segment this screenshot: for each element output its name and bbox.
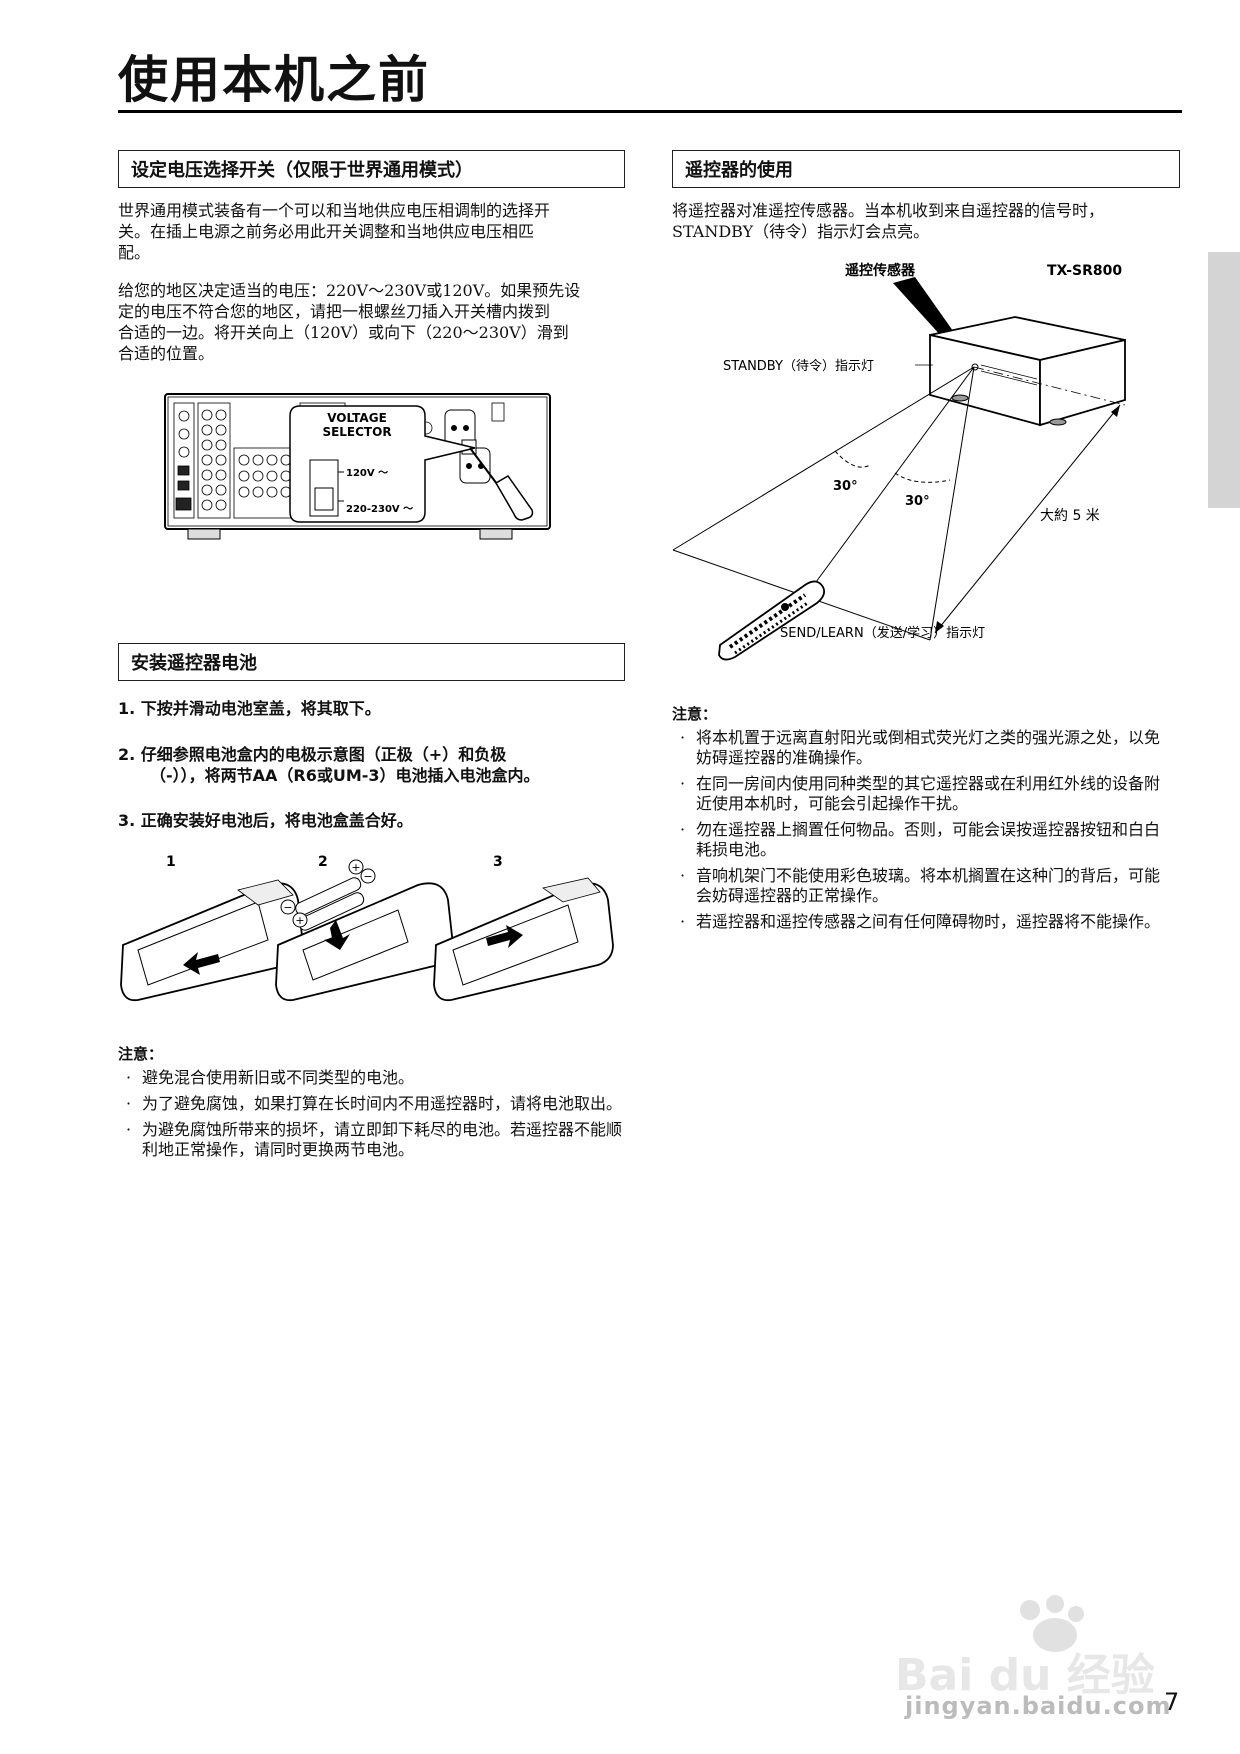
battery-step-1: 1. 下按并滑动电池室盖，将其取下。 xyxy=(118,699,381,718)
fig-step-label: 2 xyxy=(318,854,328,870)
angle-label-right: 30° xyxy=(905,494,930,509)
beam-line xyxy=(672,366,975,551)
watermark-logo: Bai du 经验 xyxy=(895,1595,1155,1701)
fig-step-label: 3 xyxy=(493,854,503,870)
rca-jack-grid xyxy=(197,402,231,519)
minus-icon: − xyxy=(283,901,292,914)
angle-label-left: 30° xyxy=(833,479,858,494)
model-label: TX-SR800 xyxy=(1047,263,1122,279)
text-line: 世界通用模式装备有一个可以和当地供应电压相调制的选择开 xyxy=(118,201,551,220)
beam-line xyxy=(804,366,975,598)
list-item: 为了避免腐蚀，如果打算在长时间内不用遥控器时，请将电池取出。 xyxy=(118,1094,628,1114)
foot xyxy=(187,528,221,540)
battery-note-heading: 注意： xyxy=(118,1045,164,1063)
battery-step-2: 2. 仔细参照电池盒内的电极示意图（正极（+）和负极 （-）），将两节AA（R6… xyxy=(118,744,540,786)
text-line: （-）），将两节AA（R6或UM-3）电池插入电池盒内。 xyxy=(150,766,540,785)
remote-note-heading: 注意： xyxy=(672,705,718,723)
title-rule xyxy=(118,110,1182,113)
plus-icon: + xyxy=(351,861,360,874)
ac-outlet xyxy=(444,409,491,484)
standby-label: STANDBY（待令）指示灯 xyxy=(723,359,874,374)
battery-icon xyxy=(295,877,362,916)
remote-battery-cover-close xyxy=(433,877,614,1002)
battery-section-heading: 安装遥控器电池 xyxy=(118,643,625,681)
list-item: 避免混合使用新旧或不同类型的电池。 xyxy=(118,1068,628,1088)
remote-battery-cover-removal xyxy=(120,879,304,1002)
remote-section-heading: 遥控器的使用 xyxy=(672,150,1180,188)
remote-battery-insert: + − − + xyxy=(275,859,454,1002)
text-line: 合适的位置。 xyxy=(118,344,215,363)
arrow-icon xyxy=(486,925,523,948)
arrow-icon xyxy=(183,952,220,975)
remote-paragraph: 将遥控器对准遥控传感器。当本机收到来自遥控器的信号时， STANDBY（待令）指… xyxy=(672,200,1192,242)
list-item: 在同一房间内使用同种类型的其它遥控器或在利用红外线的设备附近使用本机时，可能会引… xyxy=(672,774,1172,814)
terminal-block xyxy=(173,402,195,519)
list-item: 勿在遥控器上搁置任何物品。否则，可能会误按遥控器按钮和白白耗损电池。 xyxy=(672,820,1172,860)
side-tab xyxy=(1208,252,1240,508)
foot xyxy=(479,528,513,540)
list-item: 为避免腐蚀所带来的损坏，请立即卸下耗尽的电池。若遥控器不能顺利地正常操作，请同时… xyxy=(118,1120,628,1160)
list-item: 音响机架门不能使用彩色玻璃。将本机搁置在这种门的背后，可能会妨碍遥控器的正常操作… xyxy=(672,866,1172,906)
page-title: 使用本机之前 xyxy=(118,51,430,109)
battery-step-3: 3. 正确安装好电池后，将电池盒盖合好。 xyxy=(118,811,413,830)
voltage-120-label: 120V ～ xyxy=(346,468,388,479)
text-line: STANDBY（待令）指示灯会点亮。 xyxy=(672,222,930,241)
plus-icon: + xyxy=(295,914,304,927)
sensor-label: 遥控传感器 xyxy=(845,262,916,279)
voltage-paragraph-2: 给您的地区决定适当的电压：220V～230V或120V。如果预先设 定的电压不符… xyxy=(118,280,638,364)
distance-arrow xyxy=(934,404,1121,634)
text-line: 合适的一边。将开关向上（120V）或向下（220～230V）滑到 xyxy=(118,323,569,342)
remote-range-figure: 遥控传感器 TX-SR800 STANDBY（待令）指示灯 30° 30° 大約… xyxy=(672,262,1126,661)
watermark-url: jingyan.baidu.com xyxy=(905,1692,1172,1720)
list-item: 若遥控器和遥控传感器之间有任何障碍物时，遥控器将不能操作。 xyxy=(672,912,1172,932)
distance-label: 大約 5 米 xyxy=(1040,508,1100,524)
receiver-unit xyxy=(929,316,1126,427)
voltage-section-heading: 设定电压选择开关（仅限于世界通用模式） xyxy=(118,150,625,188)
selector-switch-slider xyxy=(314,487,334,511)
beam-line xyxy=(929,366,975,641)
axis-dash-line xyxy=(973,366,1126,406)
arrow-icon xyxy=(324,920,350,950)
page-number: 7 xyxy=(1164,1688,1180,1716)
remote-notes-list: 将本机置于远离直射阳光或倒相式荧光灯之类的强光源之处，以免妨碍遥控器的准确操作。… xyxy=(672,728,1172,938)
text-line: 配。 xyxy=(118,243,151,262)
rca-jack-grid xyxy=(233,447,295,519)
selector-label-1: VOLTAGE xyxy=(327,411,387,425)
text-line: 2. 仔细参照电池盒内的电极示意图（正极（+）和负极 xyxy=(118,745,507,764)
angle-arc xyxy=(834,450,871,468)
battery-notes-list: 避免混合使用新旧或不同类型的电池。 为了避免腐蚀，如果打算在长时间内不用遥控器时… xyxy=(118,1068,628,1166)
angle-arc xyxy=(894,472,951,483)
minus-icon: − xyxy=(363,870,372,883)
voltage-220-label: 220-230V ～ xyxy=(346,504,413,515)
voltage-paragraph-1: 世界通用模式装备有一个可以和当地供应电压相调制的选择开 关。在插上电源之前务必用… xyxy=(118,200,638,263)
watermark-brand: Bai du 经验 xyxy=(895,1650,1155,1701)
text-line: 关。在插上电源之前务必用此开关调整和当地供应电压相匹 xyxy=(118,222,535,241)
fig-step-label: 1 xyxy=(166,854,176,870)
text-line: 将遥控器对准遥控传感器。当本机收到来自遥控器的信号时， xyxy=(672,201,1105,220)
text-line: 给您的地区决定适当的电压：220V～230V或120V。如果预先设 xyxy=(118,281,581,300)
list-item: 将本机置于远离直射阳光或倒相式荧光灯之类的强光源之处，以免妨碍遥控器的准确操作。 xyxy=(672,728,1172,768)
send-learn-label: SEND/LEARN（发送/学习）指示灯 xyxy=(780,625,985,641)
text-line: 定的电压不符合您的地区，请把一根螺丝刀插入开关槽内拨到 xyxy=(118,302,551,321)
rear-panel-figure: VOLTAGE SELECTOR 120V ～ 220-230V ～ xyxy=(164,393,551,540)
screwdriver-icon xyxy=(469,447,534,521)
remote-control-icon xyxy=(718,580,826,661)
selector-label-2: SELECTOR xyxy=(322,425,391,439)
battery-install-figure: 1 2 3 + − − + xyxy=(120,854,614,1002)
